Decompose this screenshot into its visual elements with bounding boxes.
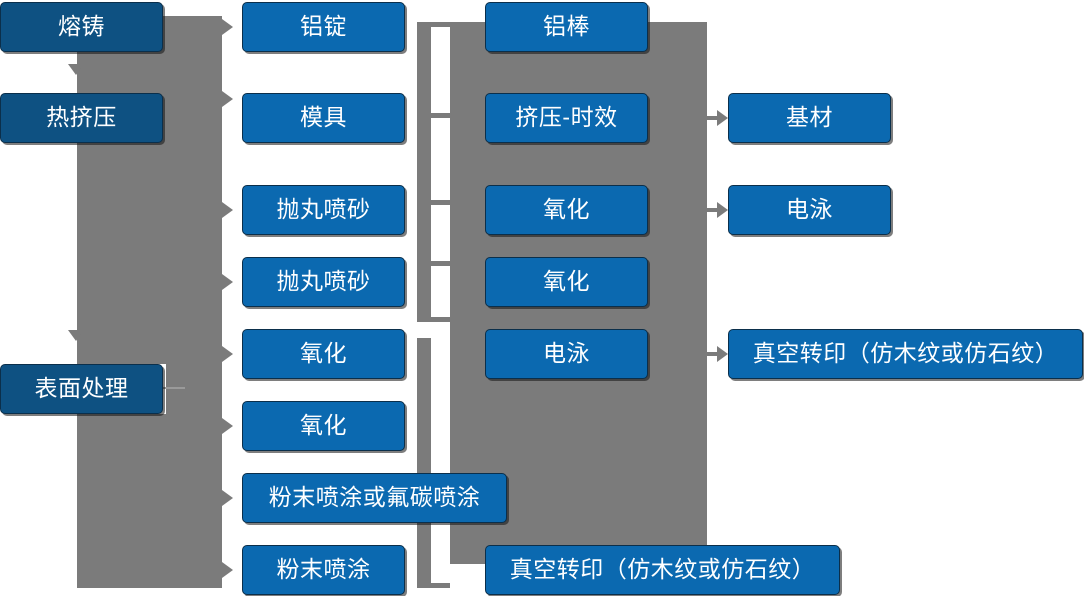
- connector-tick-6: [431, 583, 450, 588]
- process-label: 氧化: [543, 195, 590, 222]
- process-label: 基材: [786, 103, 833, 130]
- arrow-right-to-mold: [222, 91, 233, 107]
- process-box-oxidation-col3-2[interactable]: 氧化: [485, 257, 648, 307]
- process-box-electrophoresis-col3[interactable]: 电泳: [485, 329, 648, 379]
- process-label: 粉末喷涂: [276, 555, 371, 582]
- stage-box-melt-cast[interactable]: 熔铸: [0, 2, 163, 52]
- process-label: 真空转印（仿木纹或仿石纹）: [509, 555, 816, 582]
- connector-bar-middle-upper: [417, 22, 431, 322]
- process-box-vacuum-transfer-col3[interactable]: 真空转印（仿木纹或仿石纹）: [485, 545, 840, 595]
- process-box-oxidation-col3-1[interactable]: 氧化: [485, 185, 648, 235]
- arrow-right-to-oxidation-1: [222, 346, 233, 362]
- process-label: 氧化: [543, 267, 590, 294]
- arrow-down-to-hot-extrusion: [68, 64, 84, 75]
- process-box-oxidation-2[interactable]: 氧化: [242, 401, 405, 451]
- stage-label: 热挤压: [46, 103, 117, 130]
- process-label: 铝锭: [300, 12, 347, 39]
- process-box-vacuum-transfer-col4[interactable]: 真空转印（仿木纹或仿石纹）: [728, 329, 1083, 379]
- process-label: 挤压-时效: [515, 103, 618, 130]
- arrow-to-electrophoresis: [707, 202, 728, 218]
- arrow-right-to-aluminum-ingot: [222, 19, 233, 35]
- arrow-right-to-shot-blasting-2: [222, 274, 233, 290]
- arrow-right-to-powder-coating: [222, 562, 233, 578]
- connector-bar-middle-lower: [417, 338, 431, 588]
- process-box-shot-blasting-2[interactable]: 抛丸喷砂: [242, 257, 405, 307]
- stage-box-hot-extrusion[interactable]: 热挤压: [0, 93, 163, 143]
- process-label: 氧化: [300, 411, 347, 438]
- connector-stub-surface: [163, 387, 185, 389]
- process-label: 电泳: [786, 195, 833, 222]
- connector-tick-4: [431, 261, 450, 266]
- process-box-electrophoresis-col4[interactable]: 电泳: [728, 185, 891, 235]
- arrow-right-to-oxidation-2: [222, 418, 233, 434]
- process-box-aluminum-ingot[interactable]: 铝锭: [242, 2, 405, 52]
- connector-tick-2: [431, 113, 450, 118]
- process-box-aluminum-bar[interactable]: 铝棒: [485, 2, 648, 52]
- stage-label: 表面处理: [34, 374, 129, 401]
- process-box-oxidation-1[interactable]: 氧化: [242, 329, 405, 379]
- process-box-shot-blasting-1[interactable]: 抛丸喷砂: [242, 185, 405, 235]
- arrow-right-to-powder-or-pvdf: [222, 490, 233, 506]
- process-label: 氧化: [300, 339, 347, 366]
- process-box-base-material[interactable]: 基材: [728, 93, 891, 143]
- process-label: 抛丸喷砂: [276, 195, 371, 222]
- process-label: 真空转印（仿木纹或仿石纹）: [752, 339, 1059, 366]
- arrow-down-to-surface-treatment: [68, 330, 84, 341]
- stage-label: 熔铸: [58, 12, 105, 39]
- process-label: 铝棒: [543, 12, 590, 39]
- process-box-mold[interactable]: 模具: [242, 93, 405, 143]
- connector-tick-5: [431, 317, 450, 322]
- connector-tick-1: [431, 22, 450, 27]
- arrow-to-base-material: [707, 110, 728, 126]
- stage-box-surface-treatment[interactable]: 表面处理: [0, 364, 163, 414]
- arrow-to-vacuum-transfer: [707, 346, 728, 362]
- process-label: 电泳: [543, 339, 590, 366]
- process-box-powder-coating[interactable]: 粉末喷涂: [242, 545, 405, 595]
- process-label: 粉末喷涂或氟碳喷涂: [268, 483, 481, 510]
- process-box-extrusion-aging[interactable]: 挤压-时效: [485, 93, 648, 143]
- process-box-powder-or-pvdf[interactable]: 粉末喷涂或氟碳喷涂: [242, 473, 507, 523]
- connector-tick-3: [431, 200, 450, 205]
- process-label: 模具: [300, 103, 347, 130]
- process-label: 抛丸喷砂: [276, 267, 371, 294]
- arrow-right-to-shot-blasting-1: [222, 202, 233, 218]
